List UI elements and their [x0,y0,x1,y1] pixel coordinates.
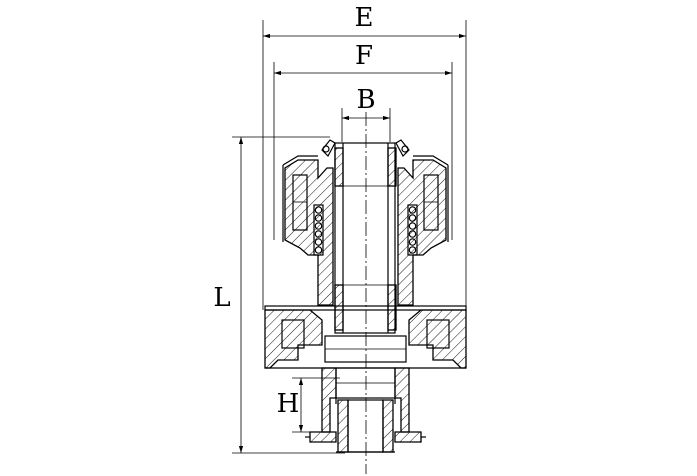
pinion-teeth [305,431,426,453]
dimension-label-e: E [355,3,374,33]
upper-housing [282,155,449,306]
dimension-h: H [277,377,340,433]
clutch-housing [264,305,467,369]
dimension-label-h: H [277,389,300,419]
dimension-f: F [273,41,453,240]
inner-sleeve [334,142,397,334]
spring-left [313,204,324,256]
dimension-label-l: L [213,283,230,313]
dimension-label-b: B [356,85,375,115]
dimension-e: E [262,3,467,310]
dimension-l: L [213,136,345,454]
snap-rings [321,139,410,157]
dimension-label-f: F [355,41,373,71]
spring-right [407,204,418,256]
